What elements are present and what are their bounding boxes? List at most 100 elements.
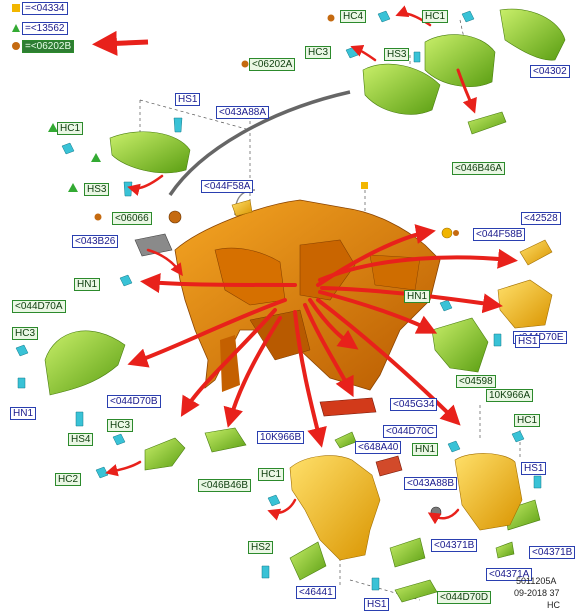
clip-hc3-mid-icon xyxy=(112,433,126,446)
marker-circle-icon xyxy=(453,230,459,236)
callout-hc3-top: HC3 xyxy=(305,46,332,59)
clip-hs1-right-icon xyxy=(493,333,502,347)
callout-hs3-left: HS3 xyxy=(84,183,110,196)
callout-hc1-bottom: HC1 xyxy=(258,468,285,481)
legend-label-04334: =<04334 xyxy=(22,2,68,15)
clip-hs3-top-icon xyxy=(413,51,421,63)
part-04371b-left xyxy=(389,537,426,568)
clip-hs1-a-icon xyxy=(173,117,183,133)
callout-043a88a: <043A88A xyxy=(216,106,269,119)
legend-pointer-arrow xyxy=(92,30,149,56)
cable-harness xyxy=(168,90,351,196)
part-cluster-hood xyxy=(109,131,191,174)
marker-square-icon xyxy=(361,182,368,189)
callout-04302: <04302 xyxy=(530,65,570,78)
callout-045g34: <045G34 xyxy=(390,398,438,411)
callout-06066: <06066 xyxy=(112,212,152,225)
part-10k966b-console xyxy=(289,455,381,561)
marker-triangle-icon xyxy=(48,123,58,132)
part-top-cover xyxy=(424,34,496,87)
part-06066 xyxy=(168,210,182,224)
footer-lang: HC xyxy=(547,600,560,610)
part-044f58b xyxy=(441,227,453,239)
callout-hn1-left: HN1 xyxy=(74,278,101,291)
callout-hc1-left: HC1 xyxy=(57,122,84,135)
legend-label-06202b: =<06202B xyxy=(22,40,75,53)
part-044d70b xyxy=(144,437,186,471)
part-04302 xyxy=(499,8,566,61)
callout-hs1-bottom: HS1 xyxy=(364,598,390,611)
instrument-panel-main xyxy=(174,199,441,392)
callout-hs4: HS4 xyxy=(68,433,94,446)
legend-square-icon xyxy=(12,4,20,12)
callout-06202a: <06202A xyxy=(249,58,296,71)
callout-10k966a: 10K966A xyxy=(486,389,534,402)
clip-hn1-left2-icon xyxy=(17,377,26,389)
part-043b26 xyxy=(134,233,173,257)
callout-hc4: HC4 xyxy=(340,10,367,23)
callout-04371a: <04371A xyxy=(486,568,533,581)
callout-hn1-left2: HN1 xyxy=(10,407,37,420)
clip-hn1-mid-icon xyxy=(447,440,461,453)
clip-hs2-icon xyxy=(261,565,270,579)
callout-46441: <46441 xyxy=(296,586,336,599)
callout-hn1-mid: HN1 xyxy=(412,443,439,456)
callout-hn1-right: HN1 xyxy=(404,290,431,303)
marker-triangle-icon xyxy=(68,183,78,192)
part-648a40 xyxy=(375,455,403,477)
part-046b46a xyxy=(467,111,507,135)
clip-hs3-left-icon xyxy=(123,181,133,197)
marker-triangle-icon xyxy=(91,153,101,162)
part-046b46b xyxy=(204,427,247,453)
part-044d70e xyxy=(497,279,553,329)
callout-hs1-a: HS1 xyxy=(175,93,201,106)
part-044d70a xyxy=(44,330,126,396)
callout-hc3-left: HC3 xyxy=(12,327,39,340)
callout-044f58a: <044F58A xyxy=(201,180,254,193)
part-10k966a-bezel xyxy=(454,453,523,531)
clip-hc1-top-icon xyxy=(461,10,475,23)
callout-hs1-right: HS1 xyxy=(515,335,541,348)
callout-hc3-mid: HC3 xyxy=(107,419,134,432)
clip-hn1-left-icon xyxy=(119,274,133,287)
clip-hc1-bottom-icon xyxy=(267,494,281,507)
callout-043a88b: <043A88B xyxy=(404,477,457,490)
marker-circle-icon xyxy=(241,60,249,68)
callout-42528: <42528 xyxy=(521,212,561,225)
callout-04598: <04598 xyxy=(456,375,496,388)
callout-hc1-top: HC1 xyxy=(422,10,449,23)
callout-hc1-right: HC1 xyxy=(514,414,541,427)
legend-triangle-icon xyxy=(12,24,20,32)
part-06202a xyxy=(362,63,441,115)
clip-hn1-right-icon xyxy=(439,299,453,312)
callout-044d70d: <044D70D xyxy=(437,591,492,604)
footer-code: 5011205A xyxy=(516,576,557,586)
callout-hs3-top: HS3 xyxy=(384,48,410,61)
part-04371a xyxy=(495,541,515,559)
callout-043b26: <043B26 xyxy=(72,235,119,248)
clip-hs1-right2-icon xyxy=(533,475,542,489)
part-044f58a xyxy=(231,199,253,217)
marker-circle-icon xyxy=(94,213,102,221)
part-04598 xyxy=(431,317,489,373)
marker-circle-icon xyxy=(327,14,335,22)
callout-648a40: <648A40 xyxy=(355,441,402,454)
callout-10k966b: 10K966B xyxy=(257,431,305,444)
callout-046b46b: <046B46B xyxy=(198,479,251,492)
callout-hs1-right2: HS1 xyxy=(521,462,547,475)
callout-046b46a: <046B46A xyxy=(452,162,505,175)
clip-hs4-icon xyxy=(75,411,84,427)
callout-044d70b: <044D70B xyxy=(107,395,161,408)
clip-hc1-right-icon xyxy=(511,430,525,443)
callout-044d70c: <044D70C xyxy=(383,425,438,438)
clip-hs1-bottom-icon xyxy=(371,577,380,591)
legend-circle-icon xyxy=(12,42,20,50)
callout-04371b-a: <04371B xyxy=(431,539,478,552)
clip-hc1-left-icon xyxy=(61,142,75,155)
footer-date: 09-2018 37 xyxy=(514,588,560,598)
legend-label-13562: =<13562 xyxy=(22,22,68,35)
clip-hc3-left-icon xyxy=(15,344,29,357)
exploded-arrows xyxy=(105,5,518,525)
